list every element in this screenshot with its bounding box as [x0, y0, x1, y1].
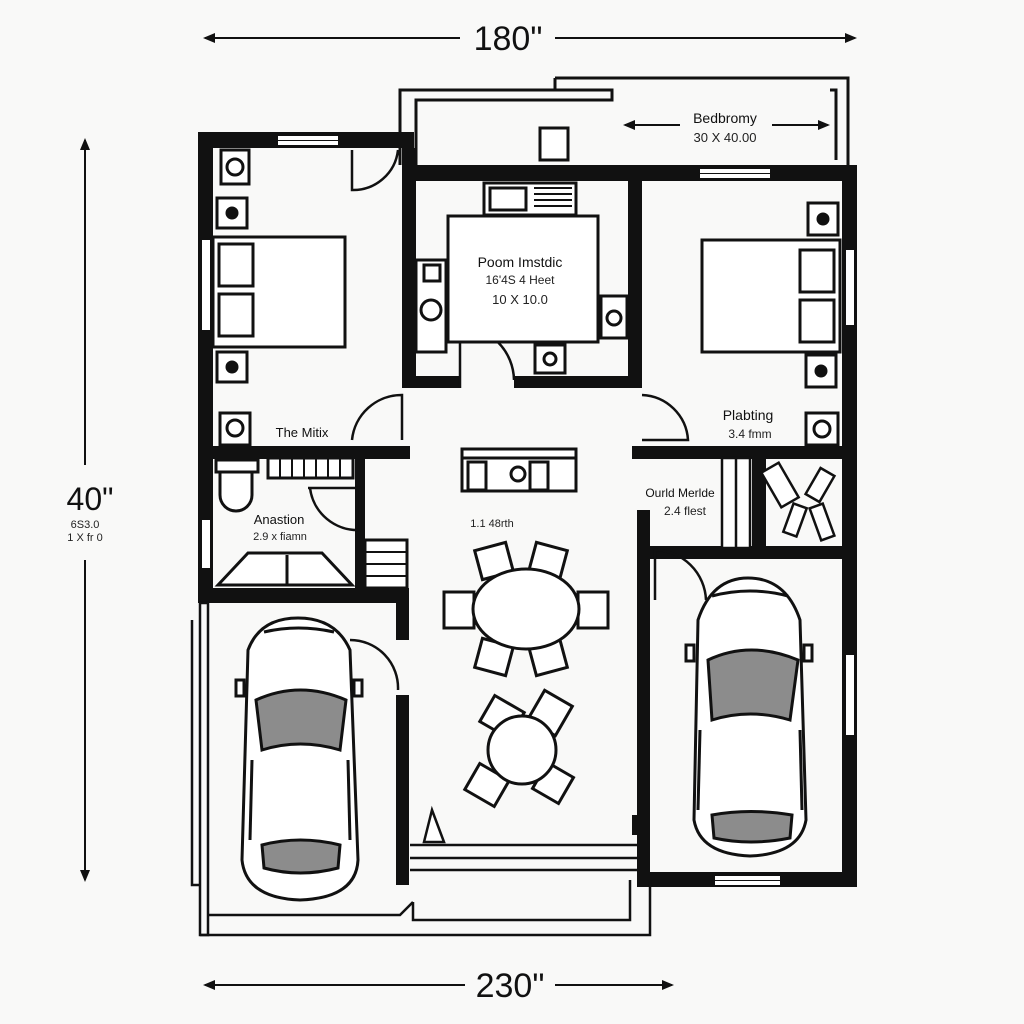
- tool-icon: [781, 501, 809, 539]
- dimension-top-label: 180": [474, 20, 543, 58]
- room-line2-center: 16'4S 4 Heet: [485, 273, 555, 287]
- room-label-center: Poom Imstdic: [478, 254, 563, 270]
- room-size-center: 10 X 10.0: [492, 292, 548, 307]
- garage-left-outline: [190, 601, 652, 937]
- dimension-left: 40" 6S3.0 1 X fr 0: [67, 138, 114, 882]
- dining-table-small: [462, 688, 576, 809]
- hall-fixtures: [214, 447, 578, 590]
- dimension-bottom: 230": [203, 967, 674, 1005]
- annex-fixture-icon: [538, 126, 570, 162]
- tool-icon: [803, 466, 837, 504]
- tool-icon: [759, 460, 801, 510]
- room-size-bedroom-top: 30 X 40.00: [694, 130, 757, 145]
- room-label-laundry: Anastion: [254, 512, 305, 527]
- toilet-icon: [218, 470, 254, 513]
- top-annex-outline: [398, 76, 850, 165]
- dimension-left-label: 40": [67, 481, 114, 517]
- dimension-left-sub2: 1 X fr 0: [67, 532, 102, 544]
- room-label-bedroom-top: Bedbromy: [693, 110, 757, 126]
- dining-table-large: [442, 540, 610, 678]
- right-bedroom-furniture: [700, 201, 842, 447]
- dimension-left-sub1: 6S3.0: [71, 519, 100, 531]
- tool-icon: [808, 502, 836, 542]
- dimension-bottom-label: 230": [476, 967, 545, 1005]
- room-label-dining: 1.1 48rth: [470, 518, 513, 530]
- room-size-laundry: 2.9 x fiamn: [253, 531, 307, 543]
- room-size-guest: 2.4 flest: [664, 504, 707, 518]
- laundry-counter-icon: [214, 551, 356, 587]
- kitchen-fixtures: [414, 181, 629, 375]
- dimension-top: 180": [203, 20, 857, 58]
- car-left-icon: [234, 616, 364, 902]
- kitchen-island-icon: [446, 214, 600, 344]
- stair-icon: [266, 456, 355, 480]
- nightstand-icon: [804, 353, 838, 389]
- sink-icon: [214, 458, 260, 474]
- room-label-right-bedroom: Plabting: [723, 407, 774, 423]
- car-right-icon: [684, 576, 814, 858]
- closet-fixtures: [720, 456, 837, 550]
- left-bedroom-furniture: [211, 148, 347, 447]
- toilet-icon: [804, 411, 840, 447]
- room-size-right-bedroom: 3.4 fmm: [728, 427, 771, 441]
- room-label-left-bedroom: The Mitix: [276, 425, 329, 440]
- room-label-guest: Ourld Merlde: [645, 486, 715, 500]
- windows: [202, 136, 854, 885]
